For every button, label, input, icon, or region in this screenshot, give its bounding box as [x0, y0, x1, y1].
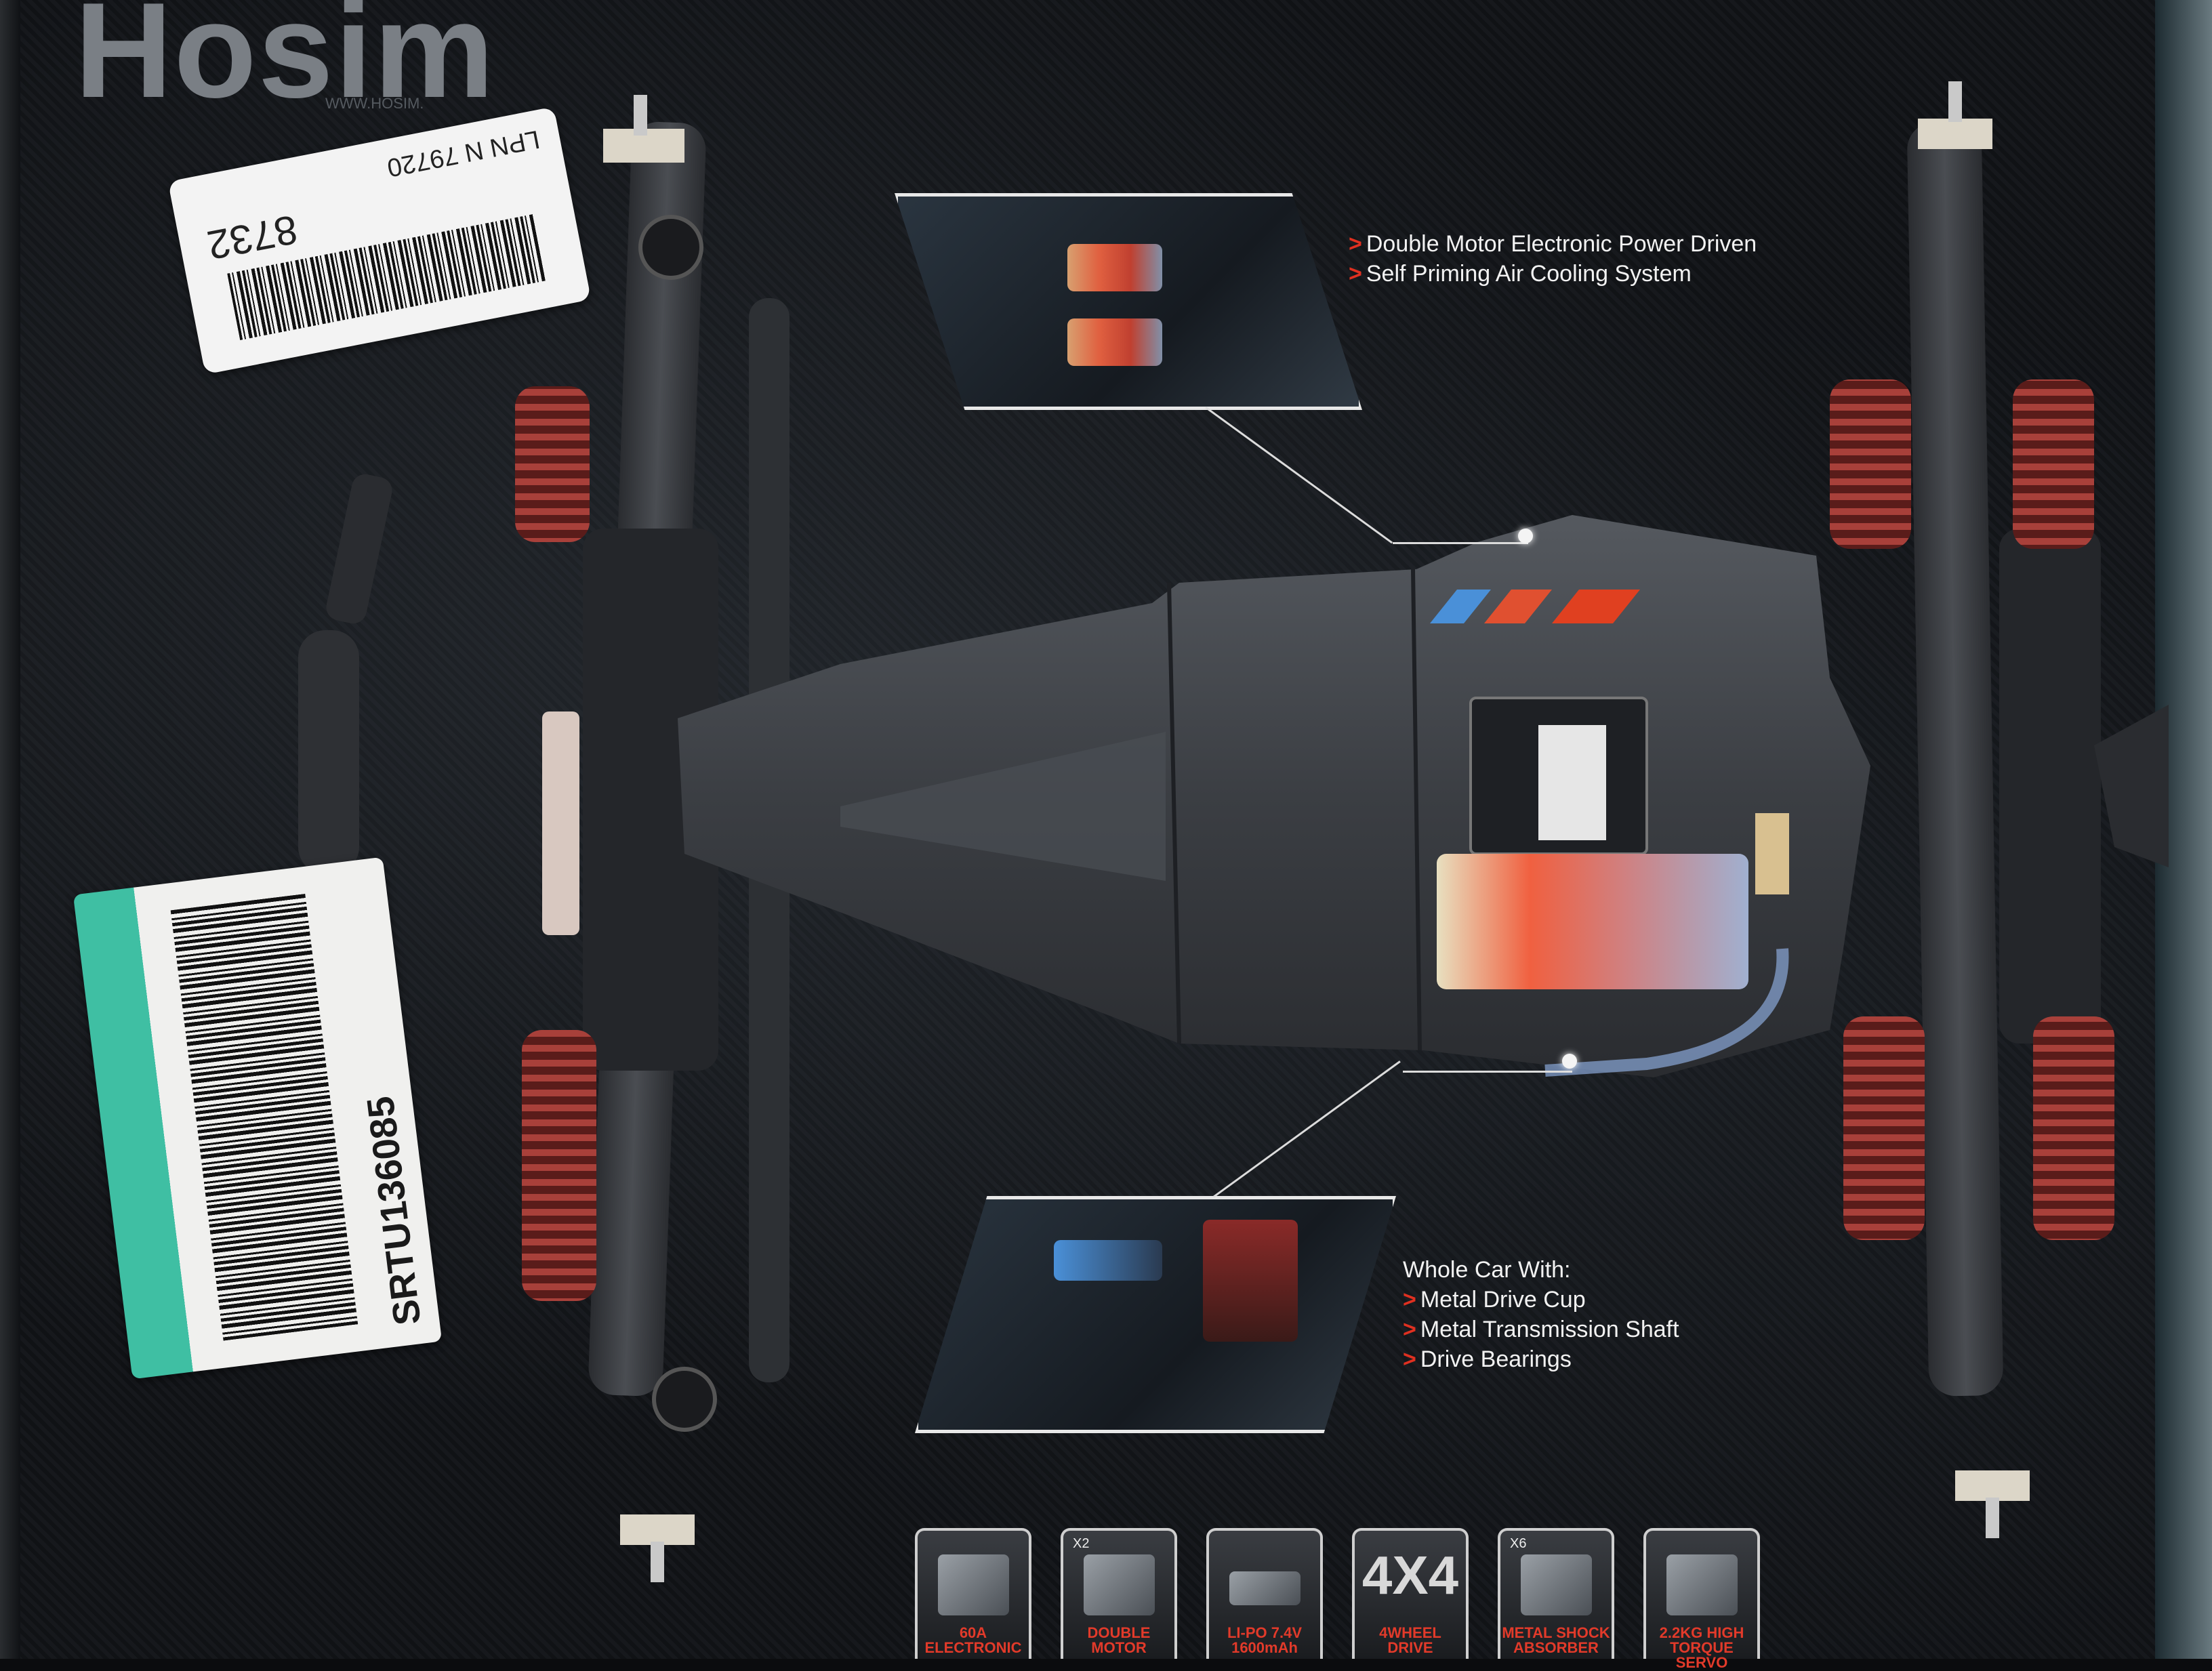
feature-battery: LI-PO 7.4V 1600mAh — [1206, 1528, 1323, 1659]
feature-servo: 2.2KG HIGH TORQUE SERVO — [1643, 1528, 1760, 1670]
callout-drivetrain-features: Whole Car With: >Metal Drive Cup >Metal … — [1403, 1255, 1679, 1374]
feature-double-motor: X2 DOUBLE MOTOR — [1061, 1528, 1177, 1659]
drivetrain-inset-photo — [915, 1196, 1396, 1433]
callout-motor-features: >Double Motor Electronic Power Driven >S… — [1349, 229, 1757, 289]
feature-4wd: 4X4 4WHEEL DRIVE — [1352, 1528, 1469, 1659]
box-edge-left — [0, 0, 20, 1659]
callout-line: >Metal Drive Cup — [1403, 1287, 1586, 1313]
servo-icon — [1666, 1554, 1738, 1615]
feature-esc: 60A ELECTRONIC — [915, 1528, 1031, 1659]
callout-dot — [1518, 529, 1533, 543]
leader-line-bottom — [1403, 1071, 1572, 1073]
feature-shock-absorber: X6 METAL SHOCK ABSORBER — [1498, 1528, 1614, 1659]
shock-graphic — [1203, 1220, 1298, 1342]
chassis-body — [678, 515, 1870, 1077]
motor-icon — [1084, 1554, 1155, 1615]
feature-badges: 60A ELECTRONIC X2 DOUBLE MOTOR LI-PO 7.4… — [915, 1528, 1782, 1670]
rear-axle-assembly — [1830, 81, 2169, 1538]
brand-url: WWW.HOSIM. — [325, 95, 424, 112]
battery-icon — [1229, 1571, 1300, 1605]
barcode-graphic — [170, 893, 359, 1341]
motor-inset-photo — [895, 193, 1362, 410]
leader-line-top-horizontal — [1393, 542, 1528, 544]
callout-dot — [1562, 1054, 1577, 1069]
sku-sticker: SRTU136085 — [73, 857, 443, 1380]
callout-heading: Whole Car With: — [1403, 1257, 1571, 1283]
drivetrain-graphic — [1054, 1240, 1162, 1281]
esc-icon — [938, 1554, 1009, 1615]
motor-graphic — [1067, 318, 1162, 366]
callout-line: >Metal Transmission Shaft — [1403, 1317, 1679, 1342]
lpn-number: 8732 — [203, 206, 302, 268]
front-axle-assembly — [298, 95, 790, 1582]
callout-line: >Drive Bearings — [1403, 1346, 1572, 1372]
brand-logo: Hosim — [75, 0, 496, 126]
motor-graphic — [1067, 244, 1162, 291]
callout-line: >Self Priming Air Cooling System — [1349, 261, 1692, 287]
shock-absorber-icon — [1521, 1554, 1592, 1615]
callout-line: >Double Motor Electronic Power Driven — [1349, 231, 1757, 257]
